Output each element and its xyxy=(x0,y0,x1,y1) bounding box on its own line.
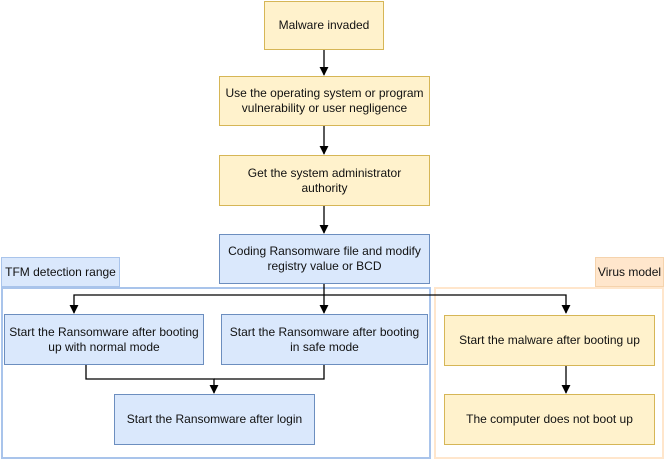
tfm-detection-region xyxy=(1,287,431,459)
admin-authority-node: Get the system administrator authority xyxy=(219,155,430,206)
edge-normal-mode-to-login xyxy=(85,365,219,394)
after-login-node: Start the Ransomware after login xyxy=(114,394,315,445)
malware-invaded-node: Malware invaded xyxy=(264,1,384,50)
vulnerability-node: Use the operating system or program vuln… xyxy=(219,76,430,126)
no-boot-node: The computer does not boot up xyxy=(444,394,655,445)
coding-ransomware-node: Coding Ransomware file and modify regist… xyxy=(219,234,430,284)
edge-safe-mode-to-login xyxy=(214,365,325,380)
normal-mode-node: Start the Ransomware after booting up wi… xyxy=(4,314,204,365)
safe-mode-node: Start the Ransomware after booting in sa… xyxy=(221,314,428,365)
edge-branch-to-malware-boot xyxy=(324,294,571,314)
virus-model-label: Virus model xyxy=(595,257,664,287)
virus-model-region xyxy=(434,287,664,459)
tfm-detection-label: TFM detection range xyxy=(1,257,120,287)
edge-branch-to-normal-mode xyxy=(69,294,324,314)
malware-boot-node: Start the malware after booting up xyxy=(444,315,655,366)
